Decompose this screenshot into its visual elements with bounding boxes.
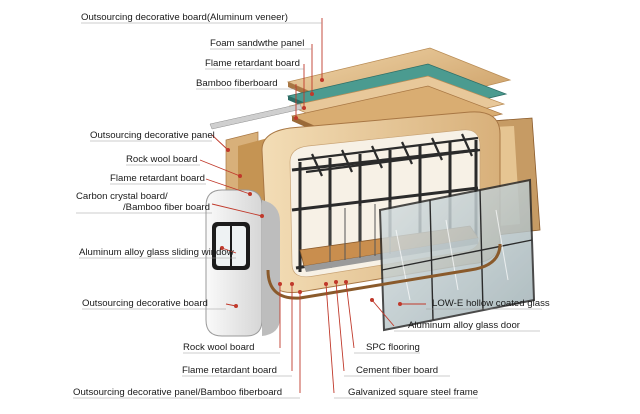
end-wall-side [262, 200, 280, 336]
label-cement-fiber: Cement fiber board [356, 365, 438, 376]
label-steel-frame: Galvanized square steel frame [348, 387, 478, 398]
label-bamboo-fiberboard: Bamboo fiberboard [196, 78, 278, 89]
labels: Outsourcing decorative board(Aluminum ve… [73, 12, 550, 399]
roof-steel-grid [297, 133, 481, 177]
label-rock-wool-bottom: Rock wool board [183, 342, 254, 353]
glass-door-mullions [381, 189, 533, 321]
label-flame-retardant-left: Flame retardant board [110, 173, 205, 184]
label-carbon-crystal-line1: Carbon crystal board/ [76, 191, 168, 202]
label-spc-flooring: SPC flooring [366, 342, 420, 353]
house-illustration [205, 47, 541, 337]
top-trim-rail [209, 103, 303, 130]
shell-bottom-edge [266, 243, 502, 300]
label-carbon-crystal-line2: /Bamboo fiber board [123, 202, 210, 213]
label-outsourcing-panel-left: Outsourcing decorative panel [90, 130, 215, 141]
label-sliding-window: Aluminum alloy glass sliding window [79, 247, 234, 258]
label-outsourcing-board-bottom: Outsourcing decorative board [82, 298, 208, 309]
label-low-e-glass: LOW-E hollow coated glass [432, 298, 550, 309]
label-foam-sandwich-panel: Foam sandwthe panel [210, 38, 304, 49]
label-flame-retardant-bottom: Flame retardant board [182, 365, 277, 376]
glass-reflections [395, 209, 509, 301]
label-flame-retardant-top: Flame retardant board [205, 58, 300, 69]
label-outsourcing-board-veneer: Outsourcing decorative board(Aluminum ve… [81, 12, 288, 23]
label-panel-bamboo-bottom: Outsourcing decorative panel/Bamboo fibe… [73, 387, 282, 398]
label-rock-wool-left: Rock wool board [126, 154, 197, 165]
label-glass-door: Aluminum alloy glass door [408, 320, 521, 331]
leader-lines [199, 18, 426, 394]
